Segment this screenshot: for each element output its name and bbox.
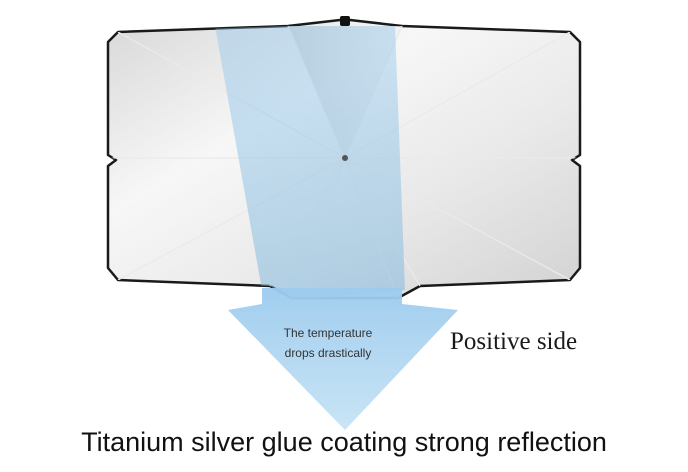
arrow-text-line-1: The temperature [283,326,373,340]
sun-shade-body [106,16,582,300]
temperature-arrow [228,288,458,430]
hub-center [342,155,348,161]
handle-clip [340,16,350,26]
product-caption: Titanium silver glue coating strong refl… [81,427,607,457]
side-label: Positive side [450,328,578,355]
arrow-text-line-2: drops drastically [284,346,372,360]
